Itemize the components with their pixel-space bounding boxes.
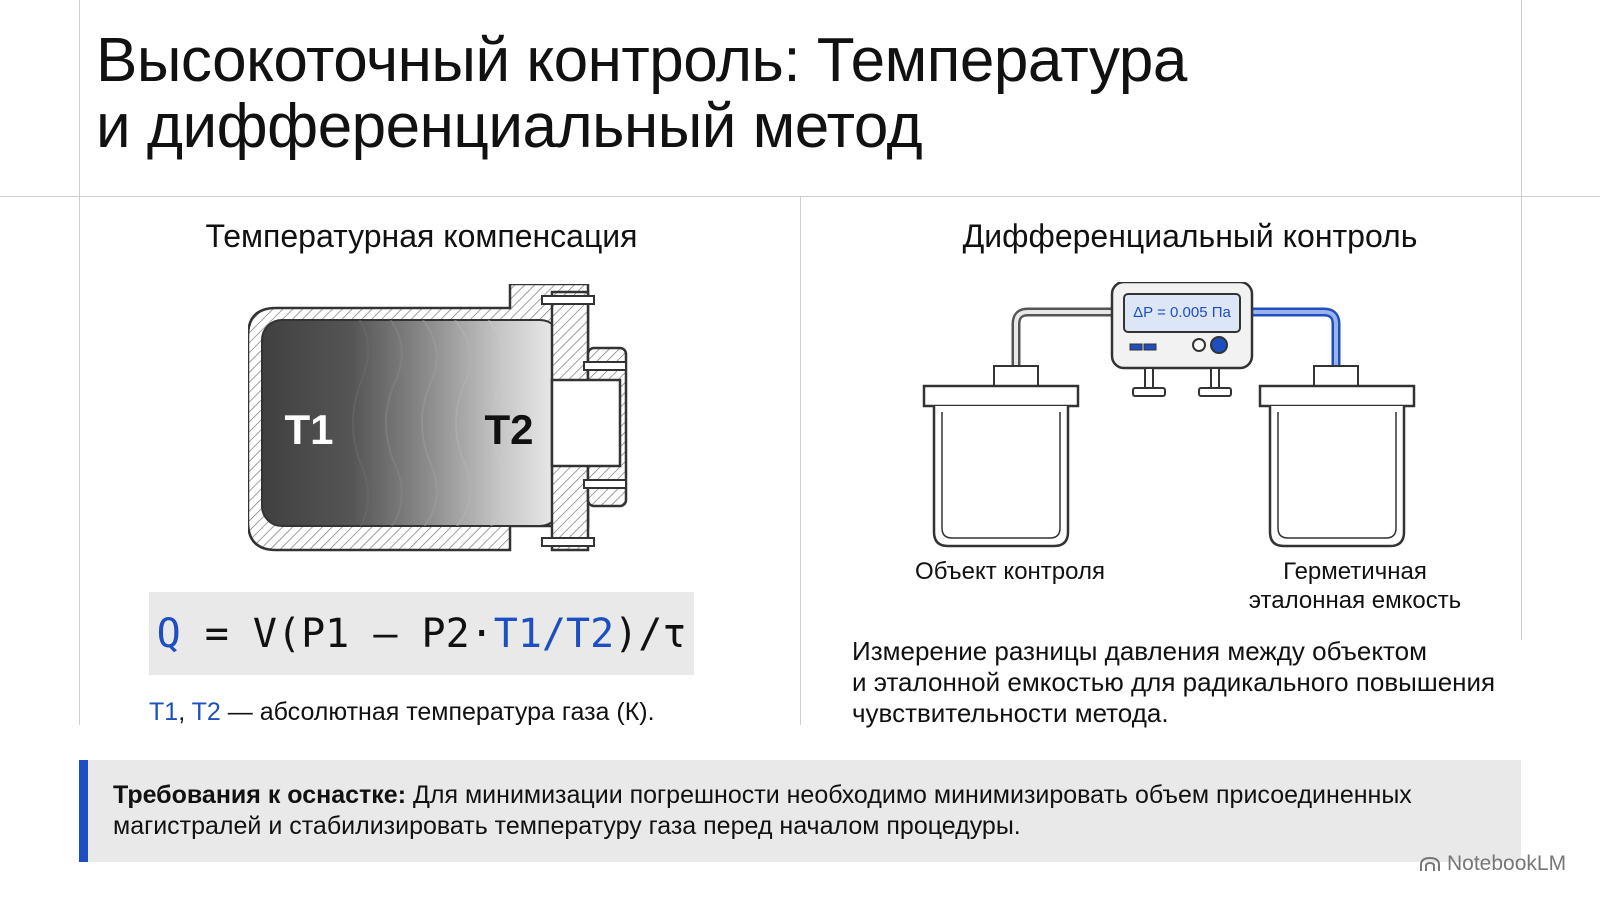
legend-text: — абсолютная температура газа (К). <box>220 698 655 726</box>
isotherm-line <box>417 320 438 526</box>
thermal-vessel-diagram: T1 T2 <box>248 284 628 552</box>
differential-control-heading: Дифференциальный контроль <box>962 218 1418 254</box>
pipe-right <box>1252 307 1341 368</box>
gauge-stem-right <box>1210 367 1220 391</box>
vessel-inner <box>1277 412 1397 539</box>
label-t1: T1 <box>284 406 333 453</box>
requirements-callout: Требования к оснастке: Для минимизации п… <box>79 760 1521 862</box>
pipe-left-inner <box>1014 310 1112 368</box>
isotherm-line <box>352 320 370 526</box>
gauge-stem-left <box>1144 367 1154 391</box>
description-line-3: чувствительности метода. <box>852 698 1169 728</box>
gauge-reading: ΔP = 0.005 Па <box>1133 304 1231 321</box>
callout-accent-bar <box>79 760 88 862</box>
bolt-upper <box>583 361 627 371</box>
caption-reference-vessel: Герметичная эталонная емкость <box>1215 557 1495 615</box>
formula-part-2: )/τ <box>614 610 687 657</box>
isotherm-line <box>483 320 507 526</box>
vessel-lid <box>922 384 1080 408</box>
slide-title: Высокоточный контроль: Температура и диф… <box>96 28 1187 160</box>
caption-test-object: Объект контроля <box>915 558 1105 585</box>
gauge-indicator-1 <box>1129 343 1143 351</box>
notebooklm-brand: NotebookLM <box>1419 852 1566 876</box>
vessel-inner <box>941 412 1061 539</box>
bolt-lower <box>583 479 627 489</box>
gauge-button-blue <box>1210 336 1228 354</box>
brand-name: NotebookLM <box>1447 852 1567 875</box>
differential-description: Измерение разницы давления между объекто… <box>852 636 1552 729</box>
legend-sep: , <box>178 698 192 726</box>
bolt-top <box>541 295 595 305</box>
gauge-foot-right <box>1198 387 1232 397</box>
gauge-screen <box>1123 293 1241 333</box>
leak-rate-formula: Q = V(P1 – P2·T1/T2)/τ <box>149 592 694 675</box>
caption-reference-line-2: эталонная емкость <box>1248 587 1462 614</box>
differential-setup-diagram: ΔP = 0.005 Па <box>922 282 1416 548</box>
description-line-1: Измерение разницы давления между объекто… <box>852 636 1427 666</box>
label-t2: T2 <box>484 406 533 453</box>
title-divider <box>0 196 1600 197</box>
column-divider <box>800 197 801 725</box>
requirements-label: Требования к оснастке: <box>113 781 407 809</box>
vessel-lid <box>1258 384 1416 408</box>
vessel-body <box>1268 406 1406 548</box>
pipe-left <box>1011 307 1112 368</box>
formula-part-1: = V(P1 – P2· <box>180 610 494 657</box>
legend-t1: T1 <box>149 698 179 726</box>
reference-vessel <box>1258 365 1416 548</box>
gauge-indicator-2 <box>1143 343 1157 351</box>
isotherm-line <box>385 320 403 526</box>
frame-line-left <box>79 0 80 725</box>
formula-ratio: T1/T2 <box>493 610 615 657</box>
test-object-vessel <box>922 365 1080 548</box>
gauge-foot-left <box>1132 387 1166 397</box>
slide-title-line-1: Высокоточный контроль: Температура <box>96 26 1187 95</box>
caption-reference-line-1: Герметичная <box>1283 558 1427 585</box>
description-line-2: и эталонной емкостью для радикального по… <box>852 667 1496 697</box>
temperature-compensation-heading: Температурная компенсация <box>205 218 638 254</box>
formula-legend: T1, T2 — абсолютная температура газа (К)… <box>149 698 655 727</box>
notebooklm-logo-icon <box>1420 856 1440 871</box>
requirements-text: Для минимизации погрешности необходимо м… <box>113 781 1412 840</box>
slide-title-line-2: и дифференциальный метод <box>96 92 923 161</box>
nozzle-bore <box>550 378 622 468</box>
formula-q: Q <box>156 610 181 657</box>
vessel-body <box>932 406 1070 548</box>
pipe-right-inner <box>1252 310 1338 368</box>
bolt-bottom <box>541 537 595 547</box>
frame-line-right <box>1521 0 1522 640</box>
isotherm-line <box>449 320 472 526</box>
legend-t2: T2 <box>191 698 221 726</box>
gauge-button-grey <box>1192 338 1206 352</box>
